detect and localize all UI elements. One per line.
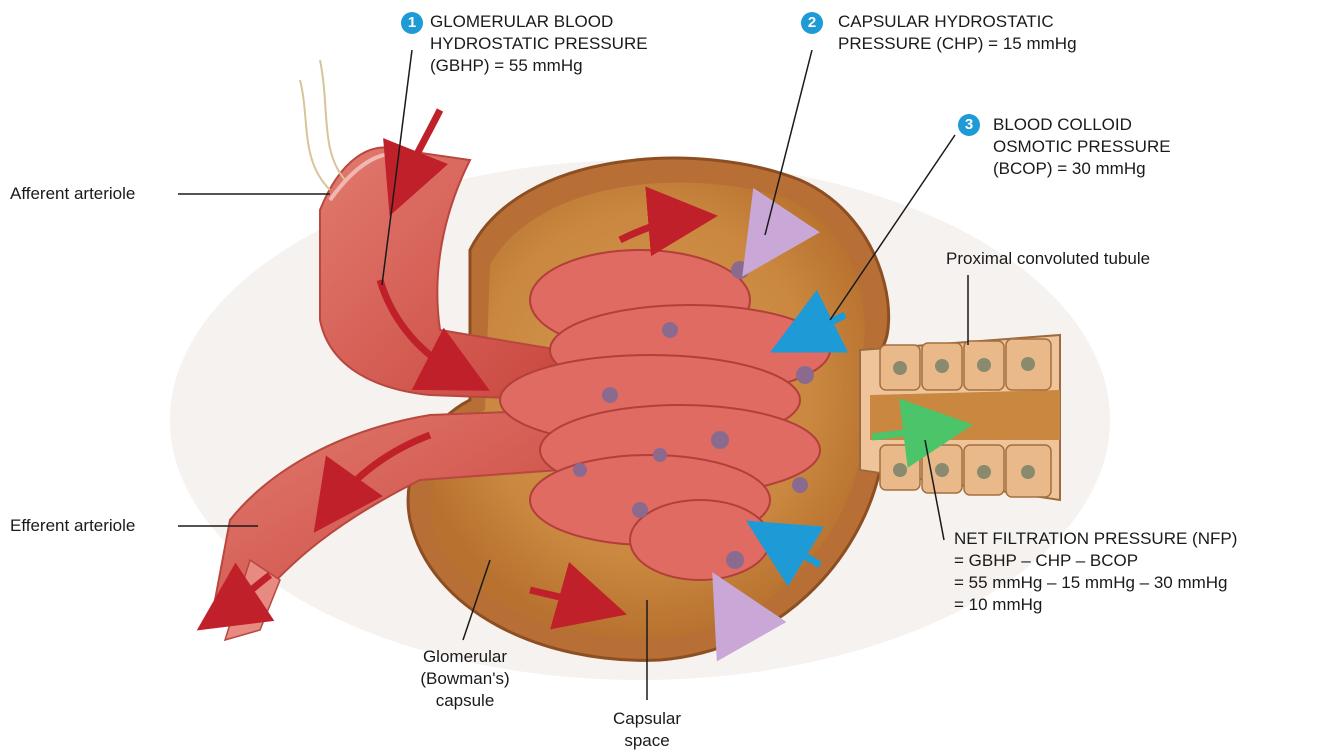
proximal-tubule-label: Proximal convoluted tubule	[946, 248, 1150, 270]
chp-label: CAPSULAR HYDROSTATIC PRESSURE (CHP) = 15…	[838, 11, 1077, 55]
afferent-arteriole-label: Afferent arteriole	[10, 183, 135, 205]
bowmans-capsule-label: Glomerular (Bowman's) capsule	[410, 646, 520, 712]
gbhp-line-2: HYDROSTATIC PRESSURE	[430, 33, 648, 55]
gbhp-line-3: (GBHP) = 55 mmHg	[430, 55, 648, 77]
chp-number-badge: 2	[801, 12, 823, 34]
nfp-line-1: NET FILTRATION PRESSURE (NFP)	[954, 528, 1237, 550]
nfp-line-2: = GBHP – CHP – BCOP	[954, 550, 1237, 572]
nfp-line-3: = 55 mmHg – 15 mmHg – 30 mmHg	[954, 572, 1237, 594]
bcop-line-2: OSMOTIC PRESSURE	[993, 136, 1171, 158]
space-line-2: space	[597, 730, 697, 752]
bcop-number-badge: 3	[958, 114, 980, 136]
bcop-label: BLOOD COLLOID OSMOTIC PRESSURE (BCOP) = …	[993, 114, 1171, 180]
bcop-line-3: (BCOP) = 30 mmHg	[993, 158, 1171, 180]
capsule-line-3: capsule	[410, 690, 520, 712]
proximal-tubule-shape	[860, 335, 1060, 500]
gbhp-line-1: GLOMERULAR BLOOD	[430, 11, 648, 33]
capsular-space-label: Capsular space	[597, 708, 697, 752]
gbhp-label: GLOMERULAR BLOOD HYDROSTATIC PRESSURE (G…	[430, 11, 648, 77]
bcop-line-1: BLOOD COLLOID	[993, 114, 1171, 136]
nfp-line-4: = 10 mmHg	[954, 594, 1237, 616]
efferent-arteriole-label: Efferent arteriole	[10, 515, 135, 537]
capsule-line-1: Glomerular	[410, 646, 520, 668]
chp-line-1: CAPSULAR HYDROSTATIC	[838, 11, 1077, 33]
chp-line-2: PRESSURE (CHP) = 15 mmHg	[838, 33, 1077, 55]
space-line-1: Capsular	[597, 708, 697, 730]
nfp-label: NET FILTRATION PRESSURE (NFP) = GBHP – C…	[954, 528, 1237, 616]
capsule-line-2: (Bowman's)	[410, 668, 520, 690]
gbhp-number-badge: 1	[401, 12, 423, 34]
